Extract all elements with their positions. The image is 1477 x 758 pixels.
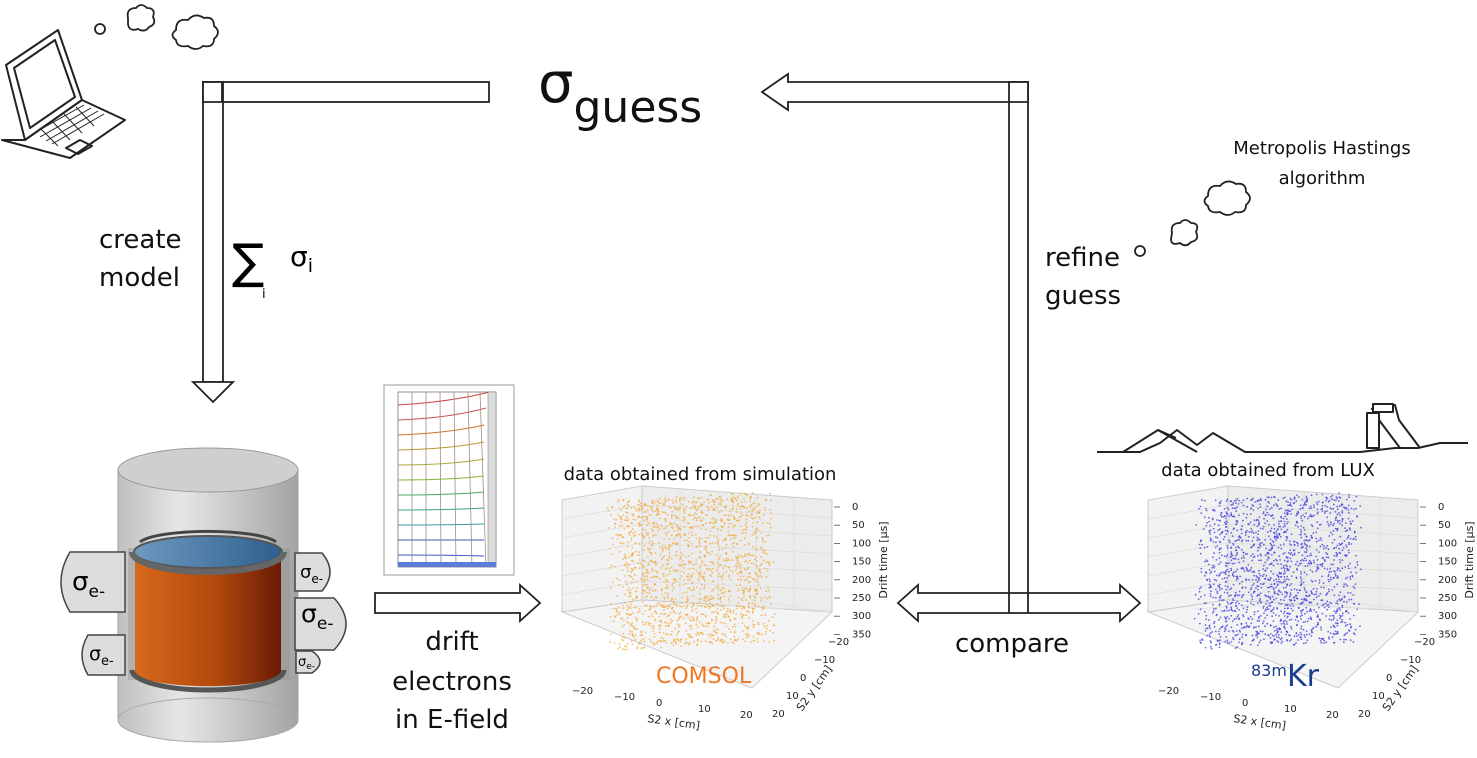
y-tick-label: 20 [1358,709,1371,720]
drift-label-2: electrons [392,667,512,697]
svg-text:σe-: σe- [301,599,333,634]
x-axis-label: S2 x [cm] [647,712,701,732]
y-tick-label: −20 [828,637,849,648]
y-axis-label: S2 y [cm] [794,663,835,714]
y-tick-label: −20 [1414,637,1435,648]
x-axis-label: S2 x [cm] [1233,712,1287,732]
electron-blob-3: σe- [294,552,331,592]
z-tick-label: 100 [1438,538,1457,549]
y-axis-label: S2 y [cm] [1380,663,1421,714]
laptop-icon [1,29,126,159]
svg-text:σe-: σe- [298,655,315,672]
drift-arrow [374,582,542,624]
refine-label-1: refine [1045,243,1120,273]
algorithm-label-2: algorithm [1279,168,1366,189]
sum-symbol: ∑ [232,234,264,290]
algorithm-label-1: Metropolis Hastings [1233,138,1410,159]
z-tick-label: 0 [852,502,858,513]
x-tick-label: 20 [740,710,753,721]
z-tick-label: 250 [852,593,871,604]
z-tick-label: 150 [1438,557,1457,568]
z-axis-label: Drift time [μs] [1463,521,1476,598]
z-tick-label: 300 [1438,611,1457,622]
x-tick-label: −10 [1200,692,1221,703]
z-tick-label: 150 [852,557,871,568]
field-map-icon [383,384,515,576]
sum-sigma: σi [290,240,313,277]
electron-blob-2: σe- [81,634,126,676]
z-tick-label: 350 [1438,629,1457,640]
z-axis-label: Drift time [μs] [877,521,890,598]
z-tick-label: 350 [852,629,871,640]
compare-label: compare [955,629,1069,659]
thought-cloud-icon [94,4,219,50]
y-tick-label: 20 [772,709,785,720]
z-tick-label: 0 [1438,502,1444,513]
create-label-2: model [99,263,180,293]
compare-double-arrow [896,582,1142,624]
x-tick-label: −20 [1158,686,1179,697]
sigma-guess-label: σguess [538,51,702,133]
y-tick-label: 10 [1372,691,1385,702]
x-tick-label: 0 [1242,698,1248,709]
x-tick-label: 10 [698,704,711,715]
electron-blob-4: σe- [294,597,347,651]
create-label-1: create [99,225,182,255]
svg-text:σe-: σe- [72,567,105,602]
electron-blob-1: σe- [60,551,126,613]
svg-text:σe-: σe- [89,643,114,669]
z-tick-label: 250 [1438,593,1457,604]
z-tick-label: 300 [852,611,871,622]
sim-title: data obtained from simulation [564,464,837,485]
lux-title: data obtained from LUX [1161,460,1375,481]
flow-connector-top-left [190,81,490,404]
x-tick-label: −20 [572,686,593,697]
electron-blob-5: σe- [295,650,321,674]
z-tick-label: 100 [852,538,871,549]
z-tick-label: 200 [852,575,871,586]
svg-text:σe-: σe- [300,562,323,586]
flow-connector-top-right [760,72,1029,613]
refine-label-2: guess [1045,281,1121,311]
y-tick-label: −10 [1400,655,1421,666]
z-tick-label: 50 [1438,520,1451,531]
comsol-label: COMSOL [656,664,752,689]
y-tick-label: 0 [1386,673,1392,684]
y-tick-label: 0 [800,673,806,684]
mountain-lab-icon [1097,403,1468,453]
thought-cloud-icon [1134,180,1251,257]
y-tick-label: 10 [786,691,799,702]
x-tick-label: −10 [614,692,635,703]
sum-index: i [262,287,266,302]
z-tick-label: 50 [852,520,865,531]
z-tick-label: 200 [1438,575,1457,586]
x-tick-label: 0 [656,698,662,709]
kr-label: 83mKr [1251,659,1320,694]
detector-icon [117,447,299,743]
y-tick-label: −10 [814,655,835,666]
drift-label-1: drift [425,627,478,657]
x-tick-label: 10 [1284,704,1297,715]
drift-label-3: in E-field [395,705,509,735]
x-tick-label: 20 [1326,710,1339,721]
